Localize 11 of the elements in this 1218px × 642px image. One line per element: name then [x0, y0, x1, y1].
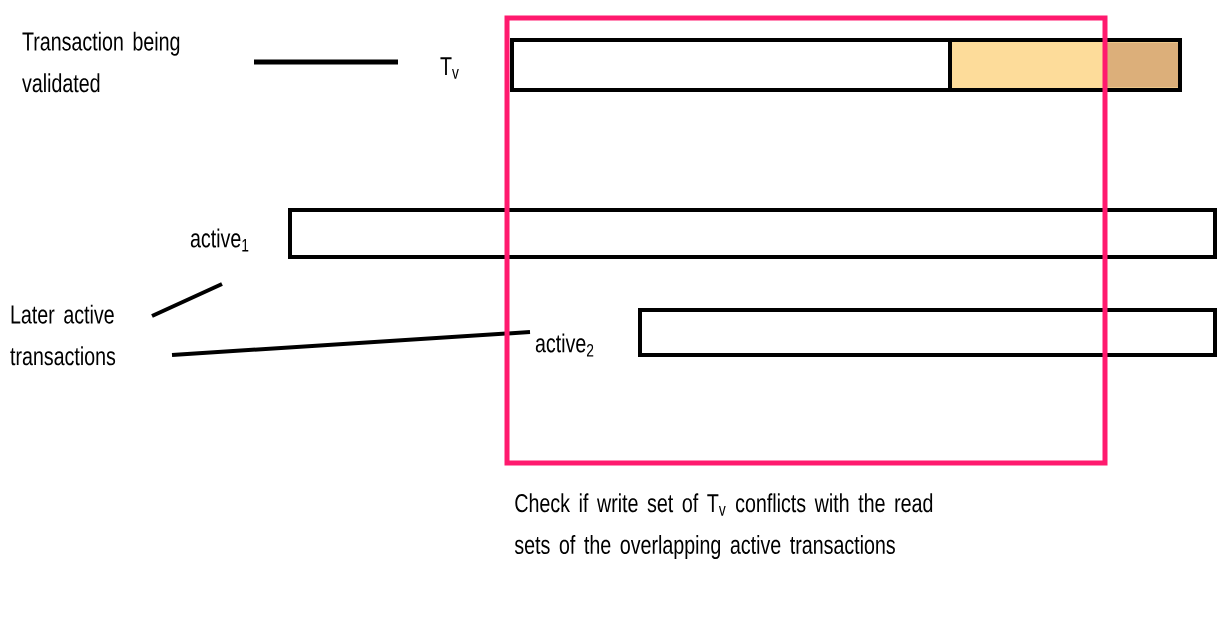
- leader-line: [171, 330, 531, 357]
- transaction-label: active$_{2}$: [535, 333, 594, 357]
- leader-line: [151, 282, 223, 318]
- timeline-bar: [288, 208, 1217, 259]
- transaction-label: T$_{v}$: [440, 57, 459, 79]
- annotation-text: Transaction being validated: [22, 31, 180, 93]
- frame-label: Check if write set of T$_{v}$ conflicts with the read sets of the overlapping active transactions: [514, 493, 933, 560]
- leader-line: [254, 59, 398, 65]
- annotation-text: Later active transactions: [10, 304, 116, 366]
- transaction-label: active$_{1}$: [190, 228, 249, 252]
- timeline-bar: [638, 308, 1217, 357]
